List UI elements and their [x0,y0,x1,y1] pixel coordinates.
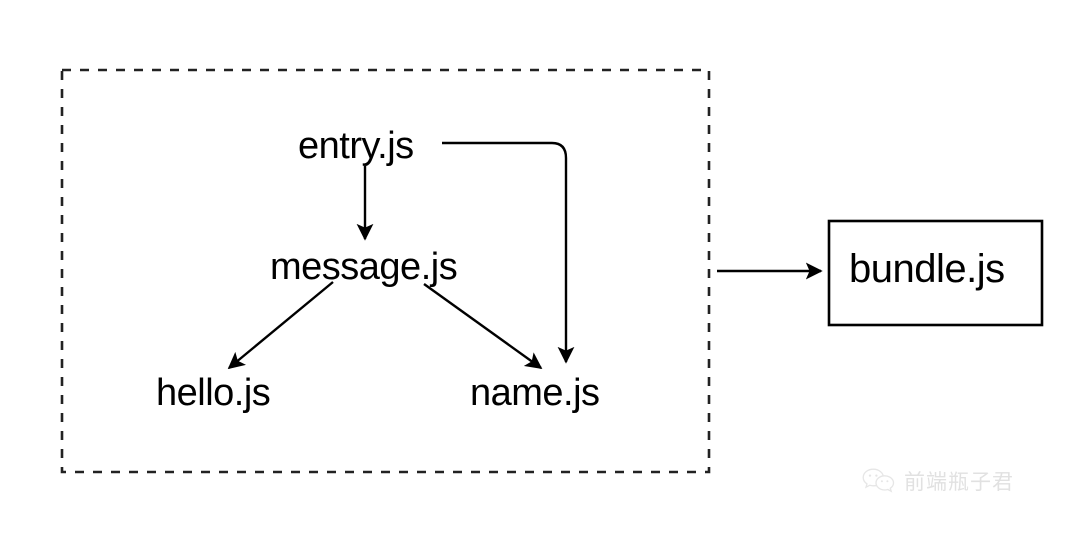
edge-message-to-hello [227,281,334,370]
node-label-bundle: bundle.js [849,247,1005,291]
bundle-node-box [827,219,1044,327]
node-label-entry: entry.js [298,125,414,167]
edge-entry-to-name [442,141,575,364]
edge-message-to-name [423,283,543,369]
node-label-message: message.js [270,246,458,288]
watermark: 前端瓶子君 [862,466,1014,496]
node-label-name: name.js [470,372,600,414]
watermark-text: 前端瓶子君 [904,471,1014,494]
module-graph-boundary [60,68,711,474]
wechat-icon [862,468,895,493]
node-label-hello: hello.js [156,372,271,414]
